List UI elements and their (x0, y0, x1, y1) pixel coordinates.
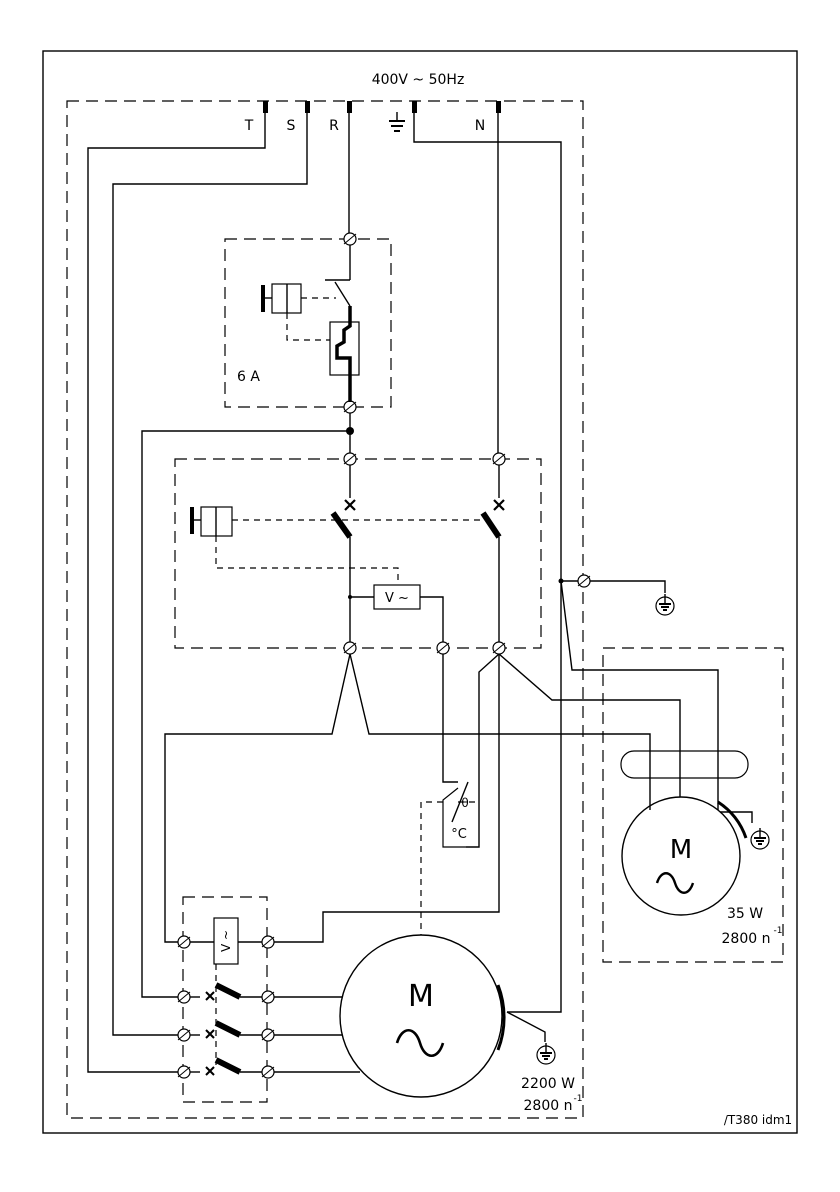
svg-text:θ: θ (461, 796, 468, 810)
fan-motor-symbol: M (670, 835, 692, 865)
wire-load-r (165, 654, 350, 942)
phase-label-n: N (475, 118, 485, 134)
supply-terminals (263, 101, 501, 113)
fan-motor-speed: 2800 n (722, 931, 771, 947)
machine-enclosure (67, 101, 583, 1118)
motor-contactor-label: V ~ (219, 930, 233, 952)
main-motor (340, 935, 502, 1097)
supply-earth-icon (389, 112, 405, 131)
wire-r-branch (142, 431, 350, 997)
main-switch-contact-n-icon (483, 465, 504, 642)
wire-pe-fan (561, 581, 752, 823)
main-motor-symbol: M (408, 979, 434, 1014)
supply-title: 400V ~ 50Hz (372, 72, 465, 88)
motor-contactor-poles-icon (190, 985, 262, 1075)
main-switch-voltage-label: V ~ (385, 591, 409, 606)
thermal-trip-icon (330, 306, 359, 402)
drawing-reference: /T380 idm1 (724, 1113, 792, 1127)
thermostat-link (421, 802, 443, 935)
breaker-actuator-icon (263, 284, 336, 340)
phase-label-s: S (287, 118, 296, 134)
enclosure-earth-icon (656, 594, 674, 615)
thermostat-unit: °C (451, 827, 467, 842)
phase-label-t: T (244, 118, 254, 134)
main-motor-speed-exp: -1 (574, 1094, 583, 1104)
wire-n-fan (499, 654, 680, 805)
wire-thermostat-ret (466, 654, 499, 847)
phase-label-r: R (329, 118, 339, 134)
fan-motor-speed-exp: -1 (774, 926, 783, 936)
main-switch-contact-r-icon (333, 465, 355, 642)
wire-thermostat (443, 654, 458, 782)
fan-motor-power: 35 W (727, 906, 763, 922)
fan-earth-icon (751, 828, 769, 849)
wire-fan-phase (350, 654, 650, 805)
main-switch-enclosure (175, 459, 541, 648)
motor-earth-icon (537, 1043, 555, 1064)
fan-capacitor (621, 751, 748, 778)
wire-pe (414, 113, 561, 1012)
main-motor-power: 2200 W (521, 1076, 575, 1092)
breaker-contact-icon (325, 245, 350, 306)
main-motor-speed: 2800 n (524, 1098, 573, 1114)
breaker-rating: 6 A (237, 369, 260, 385)
